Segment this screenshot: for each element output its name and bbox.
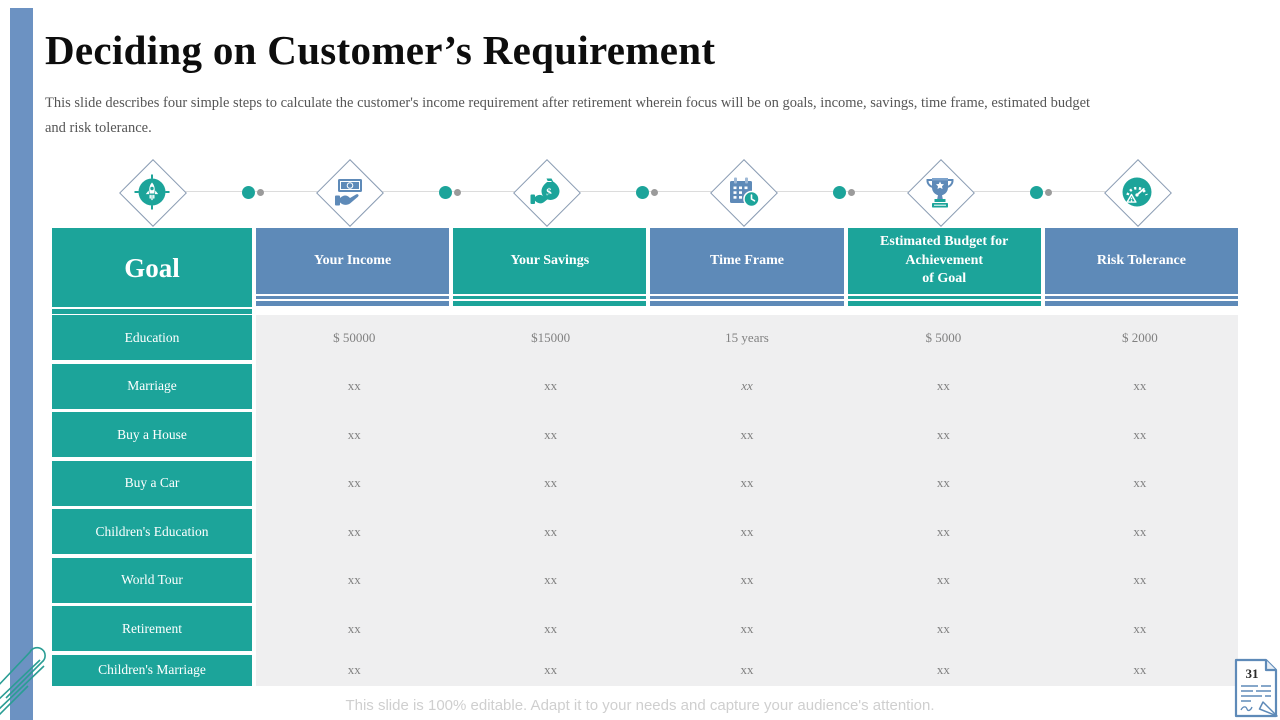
left-accent-bar (10, 8, 33, 720)
cell-value: $ 50000 (333, 329, 376, 345)
cell-value: xx (741, 378, 753, 393)
timeline-dot (439, 185, 452, 199)
cell-value: xx (544, 572, 558, 587)
cell-value: xx (740, 572, 754, 587)
timeline-dot-small (848, 188, 855, 196)
cell-value: xx (544, 662, 558, 677)
cell-value: xx (544, 620, 558, 636)
cell-value: xx (347, 426, 361, 442)
cell-value: xx (936, 378, 950, 393)
cell-value: xx (347, 662, 361, 677)
timeline-dot (1030, 185, 1043, 199)
process-timeline: $ (52, 159, 1238, 227)
cell-value: xx (1133, 378, 1147, 393)
table-row-world-tour: World Tour xx xx xx xx xx (52, 557, 1238, 603)
table-row-childrens-education: Children's Education xx xx xx xx xx (52, 509, 1238, 554)
goal-target-rocket-icon (134, 174, 170, 210)
timeline-dot (242, 185, 255, 199)
subtitle-line: This slide describes four simple steps t… (45, 95, 1091, 111)
goal-label: Education (52, 315, 252, 360)
subtitle-line: and risk tolerance. (45, 120, 152, 137)
income-hand-banknote-icon (335, 179, 362, 206)
table-row-marriage: Marriage xx xx xx xx xx (52, 363, 1238, 409)
page-number: 31 (1246, 666, 1259, 681)
editable-note: This slide is 100% editable. Adapt it to… (345, 697, 935, 714)
timeframe-calendar-clock-icon (730, 177, 760, 208)
cell-value: $ 2000 (1121, 329, 1158, 345)
risk-gauge-warning-icon (1122, 177, 1152, 207)
pencil-sketch-decoration (0, 646, 46, 716)
table-row-buy-a-car: Buy a Car xx xx xx xx xx (52, 460, 1238, 506)
cell-value: xx (1133, 620, 1147, 636)
cell-value: xx (347, 620, 361, 636)
goal-label: World Tour (52, 557, 252, 603)
goal-label: Marriage (52, 363, 252, 409)
cell-value: $15000 (531, 329, 571, 345)
table-row-retirement: Retirement xx xx xx xx xx (52, 606, 1238, 651)
goal-label: Children's Marriage (52, 654, 252, 686)
cell-value: xx (544, 475, 558, 490)
cell-value: xx (936, 572, 950, 587)
goal-label: Buy a House (52, 412, 252, 457)
requirements-table: Goal Your Income Your Savings Time Frame… (52, 228, 1239, 686)
cell-value: $ 5000 (925, 329, 962, 345)
goal-label: Children's Education (52, 509, 252, 554)
timeline-dot (833, 185, 846, 199)
cell-value: 15 years (725, 329, 769, 345)
cell-value: xx (544, 378, 558, 393)
cell-value: xx (936, 475, 950, 490)
timeline-dot-small (1045, 188, 1052, 196)
cell-value: xx (1133, 475, 1147, 490)
column-header-goal: Goal (52, 228, 252, 314)
column-header-your-savings: Your Savings (453, 228, 647, 306)
cell-value: xx (936, 523, 950, 539)
cell-value: xx (347, 378, 361, 393)
cell-value: xx (347, 523, 361, 539)
cell-value: xx (1133, 662, 1147, 677)
cell-value: xx (740, 523, 754, 539)
table-row-buy-a-house: Buy a House xx xx xx xx xx (52, 412, 1238, 457)
cell-value: xx (347, 475, 361, 490)
cell-value: xx (1133, 426, 1147, 442)
cell-value: xx (544, 523, 558, 539)
cell-value: xx (936, 620, 950, 636)
table-body: Education $ 50000 $15000 15 years $ 5000… (52, 315, 1238, 686)
column-header-risk-tolerance: Risk Tolerance (1044, 228, 1239, 306)
cell-value: xx (347, 572, 361, 587)
budget-trophy-icon (926, 178, 954, 208)
savings-hand-moneybag-icon: $ (530, 178, 560, 204)
cell-value: xx (1133, 523, 1147, 539)
goal-label: Buy a Car (52, 460, 252, 506)
slide-subtitle: This slide describes four simple steps t… (45, 91, 1175, 142)
timeline-dot-small (257, 188, 264, 196)
cell-value: xx (936, 662, 950, 677)
cell-value: xx (740, 620, 754, 636)
column-header-estimated-budget: Estimated Budget for Achievement of Goal (847, 228, 1041, 306)
page-title: Deciding on Customer’s Requirement (45, 27, 716, 73)
column-header-your-income: Your Income (256, 228, 450, 306)
column-header-time-frame: Time Frame (650, 228, 844, 306)
page-number-document-icon: 31 (1234, 658, 1278, 718)
cell-value: xx (740, 426, 754, 442)
timeline-dot (636, 185, 649, 199)
cell-value: xx (1133, 572, 1147, 587)
cell-value: xx (544, 426, 558, 442)
cell-value: xx (936, 426, 950, 442)
table-header-row: Goal Your Income Your Savings Time Frame… (52, 228, 1239, 314)
timeline-dot-small (454, 188, 461, 196)
cell-value: xx (740, 475, 754, 490)
table-row-education: Education $ 50000 $15000 15 years $ 5000… (52, 315, 1238, 360)
timeline-dot-small (651, 188, 658, 196)
goal-label: Retirement (52, 606, 252, 651)
table-values-background (256, 315, 1238, 686)
table-row-childrens-marriage: Children's Marriage xx xx xx xx xx (52, 654, 1238, 686)
cell-value: xx (740, 662, 754, 677)
svg-text:$: $ (546, 187, 552, 199)
